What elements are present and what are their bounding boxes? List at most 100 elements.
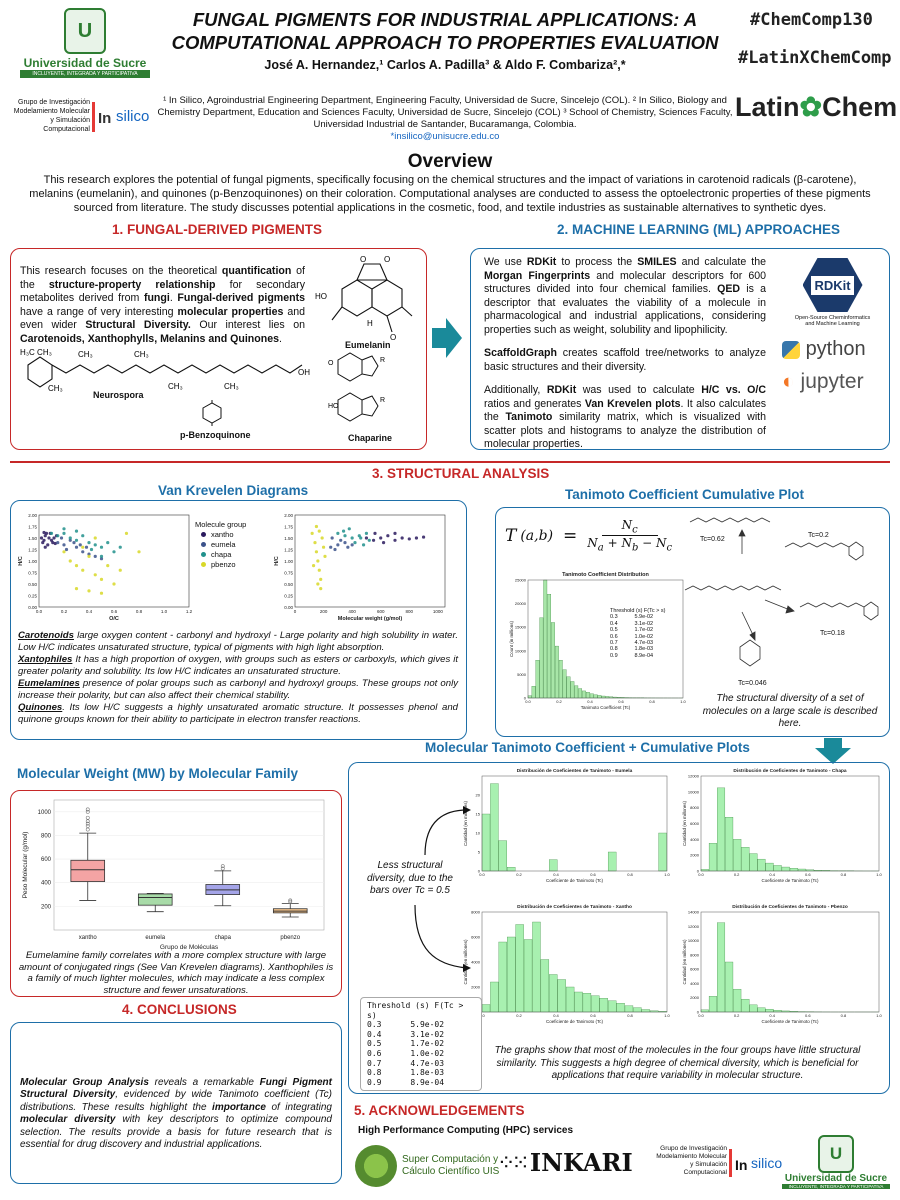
- svg-text:O: O: [360, 255, 366, 264]
- data-point-chapa: [361, 543, 366, 547]
- x-tick-label: 800: [406, 609, 414, 614]
- data-point-eumela: [99, 557, 104, 561]
- y-tick-label: 0.50: [284, 582, 293, 587]
- data-point-chapa: [106, 541, 110, 545]
- tanimoto-caption: The structural diversity of a set of mol…: [702, 693, 878, 729]
- histogram-bar: [566, 676, 571, 699]
- y-tick-label: 12000: [688, 924, 700, 929]
- data-point-eumela: [62, 543, 66, 547]
- chart-title: Distribución de Coeficientes de Tanimoto…: [517, 904, 632, 910]
- y-tick-label: 1.75: [28, 525, 37, 530]
- conclusions-text: Molecular Group Analysis reveals a remar…: [20, 1077, 332, 1151]
- x-tick-label: 0.4: [86, 609, 93, 614]
- x-tick-label: 0: [294, 609, 297, 614]
- legend-label: chapa: [211, 550, 232, 559]
- tanimoto-molecule-sketches: [684, 517, 879, 667]
- histogram-bar: [765, 1008, 774, 1013]
- molecular-tanimoto-box: [348, 762, 890, 1094]
- histogram-bar: [532, 921, 541, 1013]
- legend-item-chapa: chapa: [195, 550, 246, 560]
- data-point-xantho: [53, 541, 57, 546]
- y-tick-label: 1.00: [284, 559, 293, 564]
- outlier-point: [85, 809, 90, 814]
- outlier-point: [85, 819, 90, 824]
- tc-062-label: Tc=0.62: [700, 536, 725, 543]
- outlier-point: [85, 821, 90, 826]
- y-tick-label: 1.00: [28, 559, 37, 564]
- y-axis-label: H/C: [274, 556, 280, 566]
- plot-frame: [294, 514, 446, 608]
- less-diversity-note: Less structural diversity, due to the ba…: [367, 860, 453, 896]
- outlier-point: [220, 864, 225, 869]
- histogram-bar: [789, 868, 798, 872]
- data-point-eumela: [78, 543, 82, 547]
- histogram-bar: [616, 1003, 625, 1013]
- histogram-bar: [607, 1000, 617, 1013]
- data-point-pbenzo: [74, 587, 79, 591]
- y-axis-label: Cantidad (en millones): [463, 800, 468, 846]
- data-point-xantho: [371, 538, 376, 542]
- data-point-eumela: [333, 547, 337, 552]
- eumela-histogram: Distribución de Coeficientes de Tanimoto…: [463, 768, 671, 883]
- legend-label: xantho: [211, 530, 234, 539]
- y-tick-label: 2000: [471, 985, 481, 990]
- data-point-pbenzo: [313, 541, 317, 545]
- histogram-bar: [481, 1004, 491, 1013]
- histogram-bar: [498, 840, 507, 872]
- section-2-heading: 2. MACHINE LEARNING (ML) APPROACHES: [557, 222, 841, 237]
- data-point-pbenzo: [310, 531, 314, 535]
- threshold-row: 0.7 4.7e-03: [367, 1058, 445, 1068]
- rdkit-hex-icon: RDKit: [802, 258, 863, 312]
- data-point-pbenzo: [124, 531, 129, 535]
- data-point-xantho: [414, 536, 419, 540]
- histogram-bar: [578, 688, 582, 699]
- xantophiles-note: Xantophiles It has a high proportion of …: [18, 654, 458, 677]
- insilico-silico: silico: [116, 108, 150, 125]
- data-point-chapa: [99, 554, 104, 558]
- data-point-chapa: [359, 536, 363, 540]
- svg-text:CH₃: CH₃: [224, 382, 239, 391]
- section-divider: [10, 461, 890, 463]
- x-tick-label: 0.2: [61, 609, 68, 614]
- molecular-weight-caption: Eumelamine family correlates with a more…: [18, 950, 334, 996]
- svg-text:HO: HO: [315, 292, 327, 301]
- data-point-pbenzo: [317, 568, 321, 572]
- plot-frame: [481, 775, 668, 872]
- unisucre-logo: U Universidad de Sucre INCLUYENTE, INTEG…: [20, 8, 150, 88]
- y-axis-label: Cantidad (en millones): [463, 939, 468, 985]
- histogram-bar: [781, 866, 790, 872]
- x-tick-label: 400: [348, 609, 356, 614]
- y-axis-label: Cantidad (en millones): [682, 939, 687, 985]
- svg-text:CH₃: CH₃: [168, 382, 183, 391]
- histogram-bar: [551, 622, 555, 699]
- y-tick-label: 20000: [515, 601, 527, 606]
- group-line-1: Grupo de Investigación: [18, 99, 90, 106]
- section-1-heading: 1. FUNGAL-DERIVED PIGMENTS: [112, 222, 323, 237]
- histogram-bar: [641, 1009, 650, 1013]
- data-point-eumela: [64, 547, 69, 552]
- y-tick-label: 10000: [688, 789, 700, 794]
- inkari-dots-icon: ⁘⁙: [497, 1149, 530, 1175]
- arrow-right-icon: [432, 318, 462, 358]
- eumelanin-label: Eumelanin: [345, 340, 391, 350]
- data-point-chapa: [49, 531, 54, 535]
- box-xantho: [70, 859, 106, 882]
- plot-frame: [700, 911, 880, 1013]
- data-point-pbenzo: [137, 550, 141, 554]
- histogram-bar: [549, 859, 558, 872]
- contact-email-link[interactable]: *insilico@unisucre.edu.co: [390, 131, 500, 142]
- svg-text:O: O: [384, 255, 390, 264]
- data-point-chapa: [336, 531, 340, 535]
- y-tick-label: 5000: [517, 672, 527, 677]
- van-krevelen-box: [10, 500, 467, 740]
- outlier-point: [85, 815, 90, 820]
- molecular-weight-heading: Molecular Weight (MW) by Molecular Famil…: [17, 766, 299, 781]
- x-axis-label: O/C: [109, 616, 119, 622]
- threshold-row: 0.3 5.9e-02: [367, 1020, 445, 1030]
- legend-marker: [201, 532, 206, 537]
- inkari-logo: ⁘⁙ INKARI: [497, 1148, 633, 1177]
- y-tick-label: 10000: [688, 938, 700, 943]
